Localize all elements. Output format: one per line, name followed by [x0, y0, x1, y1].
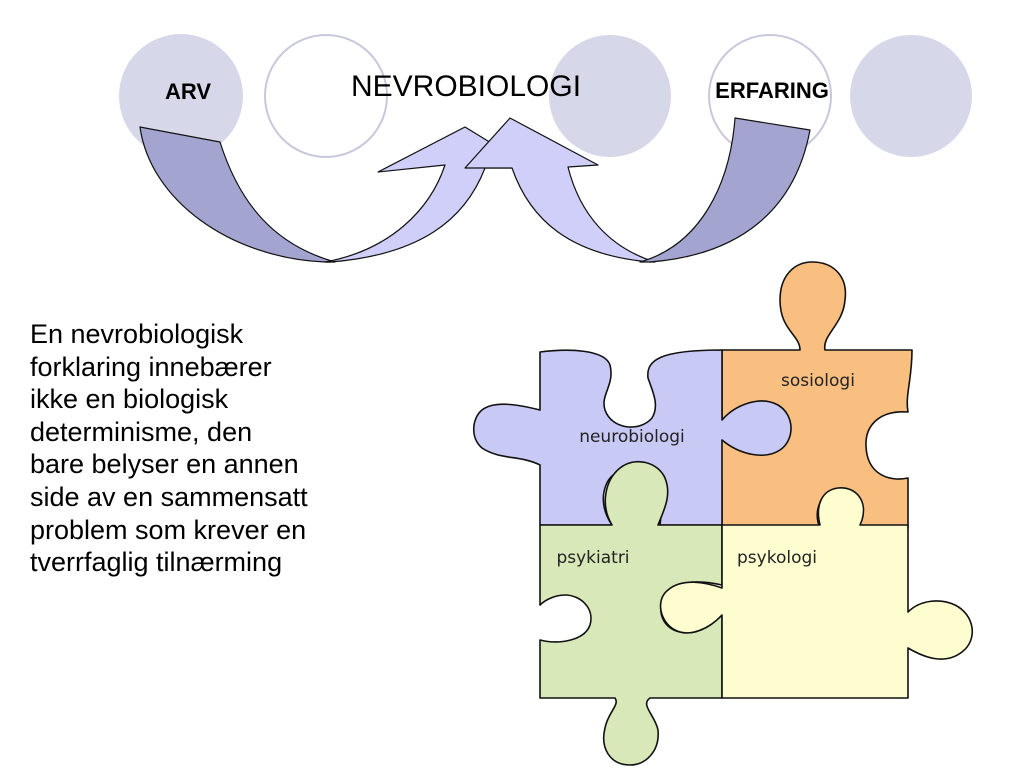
- puzzle-piece-sosiologi: [700, 261, 913, 531]
- circle-outline-1: [264, 34, 388, 158]
- circle-arv: [119, 34, 243, 158]
- circle-filled-2: [549, 35, 671, 157]
- explanation-line: ikke en biologisk: [30, 384, 229, 415]
- puzzle: [472, 261, 974, 766]
- puzzle-label-psykiatri: psykiatri: [556, 548, 629, 568]
- right-label: ERFARING: [715, 78, 829, 103]
- circle-filled-3: [850, 35, 972, 157]
- puzzle-piece-neurobiologi: [472, 349, 792, 526]
- arrow-right: [464, 117, 656, 263]
- left-label: ARV: [165, 79, 211, 104]
- puzzle-label-neurobiologi: neurobiologi: [579, 427, 685, 447]
- explanation-line: En nevrobiologisk: [30, 319, 244, 349]
- explanation-text: En nevrobiologisk forklaring innebærer i…: [30, 318, 410, 579]
- arrow-right-tail: [639, 117, 811, 263]
- explanation-line: tverrfaglig tilnærming: [30, 547, 283, 578]
- explanation-line: forklaring innebærer: [30, 351, 272, 382]
- puzzle-piece-psykiatri: [539, 460, 723, 766]
- arrow-left-tail: [139, 126, 336, 263]
- explanation-line: bare belyser en annen: [30, 449, 299, 480]
- puzzle-label-psykologi: psykologi: [737, 548, 817, 568]
- puzzle-label-sosiologi: sosiologi: [781, 371, 855, 391]
- diagram-title: NEVROBIOLOGI: [351, 70, 581, 103]
- explanation-line: problem som krever en: [30, 514, 307, 545]
- curved-arrows: [139, 117, 811, 263]
- explanation-line: determinisme, den: [30, 416, 253, 447]
- puzzle-piece-psykologi: [659, 487, 974, 699]
- explanation-line: side av en sammensatt: [30, 481, 308, 512]
- background-circles: [119, 34, 972, 158]
